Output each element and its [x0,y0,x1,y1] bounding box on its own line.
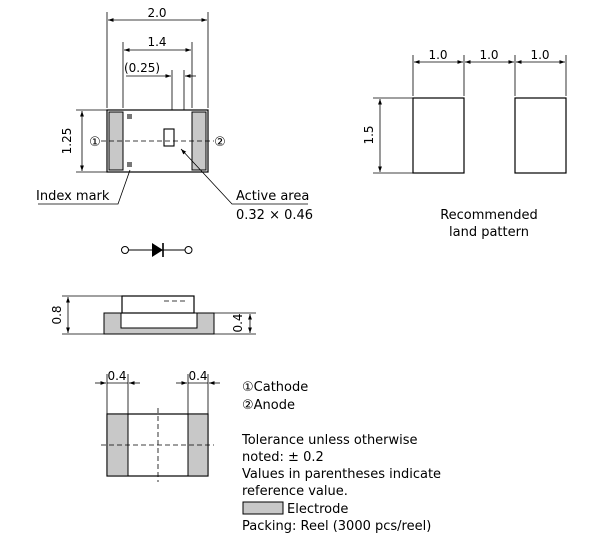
note-electrode-legend: Electrode [287,502,348,517]
bottom-dim-right: 0.4 [188,369,207,383]
active-area [163,128,175,147]
land-pad-left [412,97,465,174]
note-tolerance-1: Tolerance unless otherwise [241,433,418,448]
note-reference-1: Values in parentheses indicate [242,467,441,482]
land-pattern: 1.0 1.0 1.0 1.5 Recommended land pattern [362,48,567,240]
electrode-legend-swatch [242,501,284,515]
land-dim-gap: 1.0 [479,48,498,62]
active-area-leader [180,148,308,205]
land-dim-height: 1.5 [362,125,376,144]
note-anode: ②Anode [242,398,295,413]
anode-marker: ② [214,135,226,150]
note-cathode: ①Cathode [242,380,308,395]
land-dim-right: 1.0 [530,48,549,62]
index-mark-bottom [127,162,132,167]
side-dim-total: 0.8 [50,305,64,324]
side-view: 0.8 0.4 [50,295,256,335]
side-view-substrate-core [120,312,198,329]
land-dim-left: 1.0 [428,48,447,62]
active-area-size: 0.32 × 0.46 [236,208,313,223]
land-caption-line1: Recommended [440,208,538,223]
bottom-dim-left: 0.4 [107,369,126,383]
dim-height-label: 1.25 [60,128,74,155]
index-mark-label: Index mark [36,189,110,204]
index-mark-leader [38,169,131,205]
note-packing: Packing: Reel (3000 pcs/reel) [242,519,431,534]
dim-width-label: 2.0 [147,6,166,20]
bottom-view: 0.4 0.4 [95,369,220,482]
dim-inner-label: 1.4 [147,35,166,49]
land-caption-line2: land pattern [449,225,529,240]
diode-symbol [121,243,193,257]
active-area-label: Active area [236,189,309,204]
note-reference-2: reference value. [242,484,348,499]
note-tolerance-2: noted: ± 0.2 [242,450,324,465]
dim-ref-label: (0.25) [124,61,160,75]
land-pad-right [514,97,567,174]
top-view: 2.0 1.4 (0.25) 1.25 ① ② Index mark Activ… [36,6,313,223]
index-mark-top [127,114,132,119]
side-dim-base: 0.4 [231,313,245,332]
notes: ①Cathode ②Anode Tolerance unless otherwi… [241,380,441,534]
cathode-marker: ① [89,135,101,150]
side-view-mold [121,295,195,314]
